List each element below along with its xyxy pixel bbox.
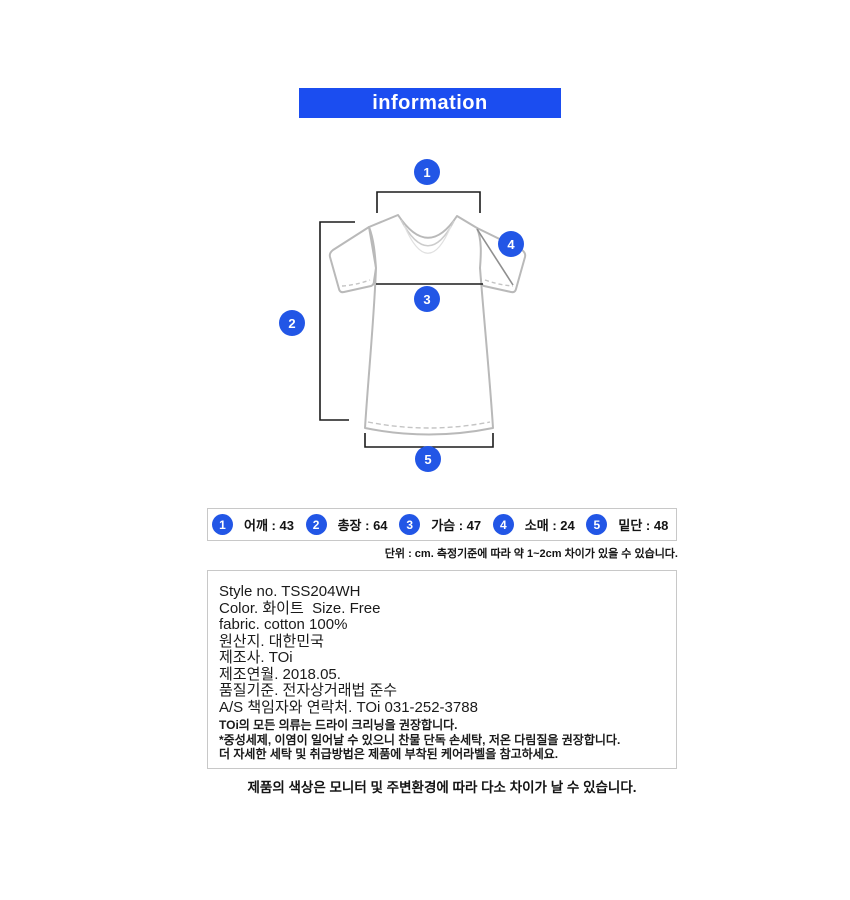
- care-note-1: TOi의 모든 의류는 드라이 크리닝을 권장합니다.: [219, 718, 458, 732]
- measurement-item-sleeve: 4 소매 : 24: [489, 514, 583, 535]
- info-manufacture-date: 제조연월. 2018.05.: [219, 665, 341, 683]
- info-style-no: Style no. TSS204WH: [219, 583, 361, 600]
- measurement-label: 총장 : 64: [337, 518, 388, 533]
- measurement-number-badge: 1: [212, 514, 233, 535]
- tshirt-line-art: [319, 191, 527, 448]
- info-manufacturer: 제조사. TOi: [219, 649, 293, 666]
- info-origin: 원산지. 대한민국: [219, 632, 324, 650]
- care-note-3: 더 자세한 세탁 및 취급방법은 제품에 부착된 케어라벨을 참고하세요.: [219, 747, 559, 761]
- diagram-point-badge-4: 4: [498, 231, 524, 257]
- measurement-label: 어깨 : 43: [244, 518, 294, 533]
- measurement-label: 가슴 : 47: [431, 518, 482, 533]
- measurement-item-shoulder: 1 어깨 : 43: [208, 514, 302, 535]
- diagram-point-badge-5: 5: [415, 446, 441, 472]
- sleeve-measure-line: [476, 228, 514, 286]
- page-title: information: [372, 91, 488, 114]
- size-table: 1 어깨 : 43 2 총장 : 64 3 가슴 : 47 4 소매 : 24 …: [207, 508, 677, 541]
- measurement-label: 밑단 : 48: [618, 518, 669, 533]
- care-note-2: *중성세제, 이염이 일어날 수 있으니 찬물 단독 손세탁, 저온 다림질을 …: [219, 732, 621, 747]
- info-as-contact: A/S 책임자와 연락처. TOi 031-252-3788: [219, 698, 478, 716]
- diagram-point-badge-3: 3: [414, 286, 440, 312]
- info-color-size: Color. 화이트 Size. Free: [219, 599, 381, 617]
- diagram-point-badge-1: 1: [414, 159, 440, 185]
- info-quality-standard: 품질기준. 전자상거래법 준수: [219, 682, 398, 699]
- tshirt-body: [364, 214, 494, 436]
- tshirt-stitching: [341, 279, 514, 429]
- measurement-item-hem: 5 밑단 : 48: [582, 514, 676, 535]
- measurement-number-badge: 3: [399, 514, 421, 535]
- length-measure-bracket: [319, 221, 355, 421]
- tshirt-collar: [400, 219, 455, 254]
- measurement-number-badge: 2: [305, 514, 327, 535]
- tshirt-measurement-diagram: 1 2 3 4 5: [270, 140, 580, 480]
- product-info-box: Style no. TSS204WH Color. 화이트 Size. Free…: [207, 570, 677, 769]
- measurement-number-badge: 5: [586, 514, 608, 535]
- measurement-item-chest: 3 가슴 : 47: [395, 514, 489, 535]
- measurement-number-badge: 4: [492, 514, 514, 535]
- information-banner: information: [299, 88, 561, 118]
- measurement-label: 소매 : 24: [524, 518, 575, 533]
- unit-note: 단위 : cm. 측정기준에 따라 약 1~2cm 차이가 있을 수 있습니다.: [384, 548, 678, 560]
- diagram-point-badge-2: 2: [279, 310, 305, 336]
- measurement-item-length: 2 총장 : 64: [302, 514, 396, 535]
- color-disclaimer: 제품의 색상은 모니터 및 주변환경에 따라 다소 차이가 날 수 있습니다.: [247, 780, 637, 795]
- shoulder-measure-bracket: [376, 191, 481, 213]
- info-fabric: fabric. cotton 100%: [219, 616, 348, 633]
